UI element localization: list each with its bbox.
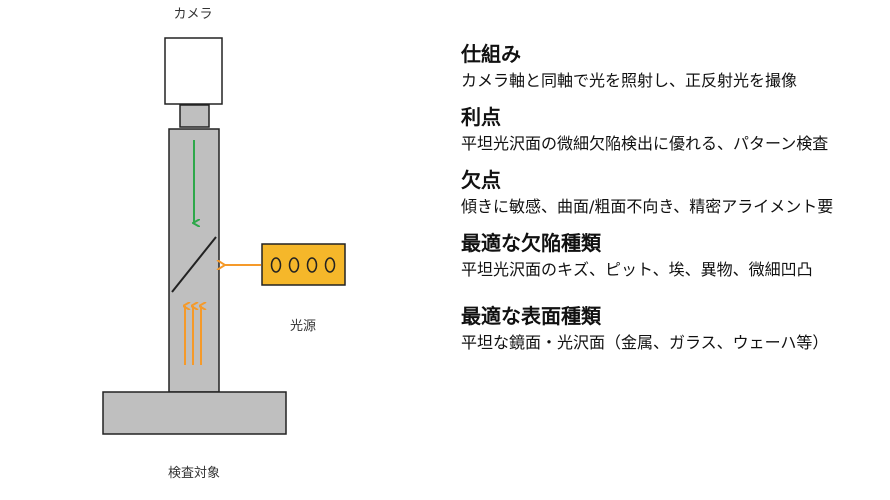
section-title: 仕組み	[461, 42, 521, 66]
inspection-object-label: 検査対象	[168, 466, 220, 481]
section-text: 傾きに敏感、曲面/粗面不向き、精密アライメント要	[461, 197, 834, 216]
section-title: 最適な表面種類	[461, 304, 601, 328]
inspection-object	[102, 391, 287, 435]
section-text: 平坦光沢面のキズ、ピット、埃、異物、微細凹凸	[461, 260, 813, 279]
light-source-leds	[270, 257, 336, 273]
section-text: 平坦光沢面の微細欠陥検出に優れる、パターン検査	[461, 134, 829, 153]
camera-label: カメラ	[173, 7, 212, 22]
reflected-light-arrows	[185, 306, 201, 365]
section-disadvantages: 欠点 傾きに敏感、曲面/粗面不向き、精密アライメント要	[461, 166, 886, 217]
camera-body	[164, 37, 223, 105]
coaxial-lighting-diagram: カメラ 光源 検査対象	[102, 7, 346, 481]
section-best-surfaces: 最適な表面種類 平坦な鏡面・光沢面（金属、ガラス、ウェーハ等）	[461, 302, 886, 353]
camera-lens	[179, 104, 210, 128]
section-mechanism: 仕組み カメラ軸と同軸で光を照射し、正反射光を撮像	[461, 40, 886, 91]
section-title: 欠点	[461, 168, 501, 192]
half-mirror	[171, 236, 217, 293]
light-source	[261, 243, 346, 286]
description-panel: 仕組み カメラ軸と同軸で光を照射し、正反射光を撮像 利点 平坦光沢面の微細欠陥検…	[461, 40, 886, 365]
light-source-label: 光源	[290, 319, 316, 334]
section-text: 平坦な鏡面・光沢面（金属、ガラス、ウェーハ等）	[461, 333, 829, 352]
section-advantages: 利点 平坦光沢面の微細欠陥検出に優れる、パターン検査	[461, 103, 886, 154]
section-title: 利点	[461, 105, 501, 129]
section-best-defects: 最適な欠陥種類 平坦光沢面のキズ、ピット、埃、異物、微細凹凸	[461, 229, 886, 280]
section-title: 最適な欠陥種類	[461, 231, 601, 255]
section-text: カメラ軸と同軸で光を照射し、正反射光を撮像	[461, 71, 798, 90]
